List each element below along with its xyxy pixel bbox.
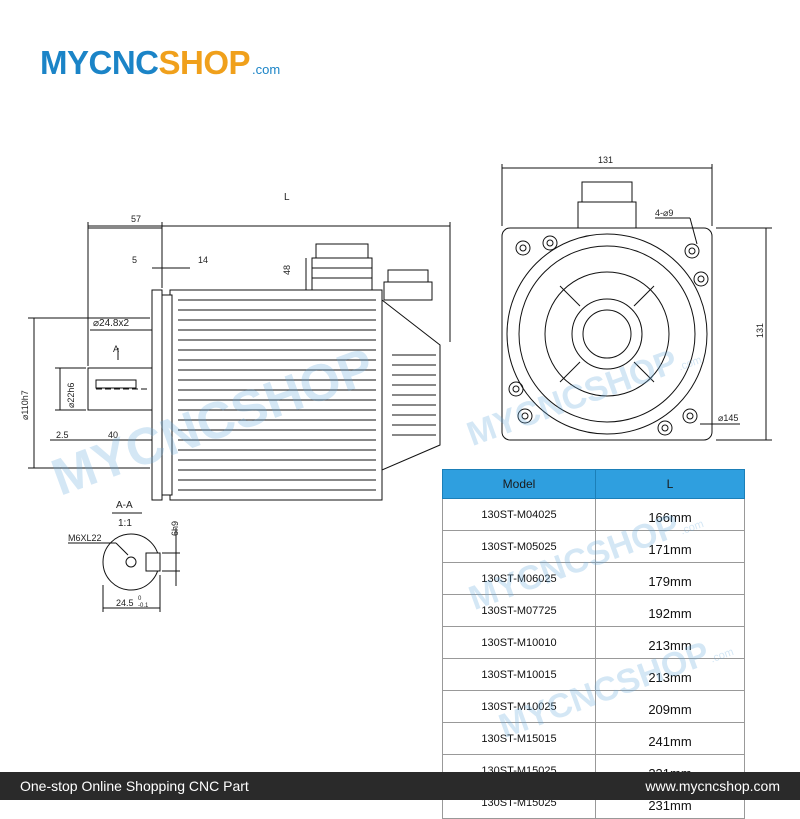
dim-2-5: 2.5 — [56, 430, 69, 440]
logo-text-part2: SHOP — [158, 44, 251, 81]
dim-24-5-tol-lower: -0.1 — [138, 603, 149, 609]
dim-5: 5 — [132, 255, 137, 265]
footer-website: www.mycncshop.com — [645, 778, 780, 794]
length-cell: 166mm — [595, 498, 745, 531]
dim-145: ⌀145 — [718, 413, 738, 423]
footer-bar: One-stop Online Shopping CNC Part www.my… — [0, 772, 800, 800]
dim-24-5: 24.5 — [116, 598, 134, 608]
dim-M6XL22: M6XL22 — [68, 533, 102, 543]
section-label: A-A — [116, 500, 133, 511]
motor-flange — [151, 289, 163, 501]
model-cell: 130ST-M05025 — [442, 530, 596, 563]
dim-131-side: 131 — [755, 323, 765, 338]
dim-6h9: 6h9 — [170, 521, 180, 536]
section-marker-A: A — [113, 344, 119, 354]
model-cell: 130ST-M10015 — [442, 658, 596, 691]
model-cell: 130ST-M07725 — [442, 594, 596, 627]
motor-technical-drawing: L 57 5 14 48 ⌀24.8x2 A ⌀22h6 ⌀110h7 2.5 … — [20, 155, 772, 612]
model-cell: 130ST-M10010 — [442, 626, 596, 659]
dim-110h7: ⌀110h7 — [20, 390, 30, 420]
dim-24-5-tol-upper: 0 — [138, 596, 142, 602]
col-header-model: Model — [442, 469, 596, 499]
section-keyway — [145, 552, 161, 572]
brand-logo: MYCNCSHOP.com — [40, 44, 280, 82]
dim-22h6: ⌀22h6 — [66, 383, 76, 408]
front-spokes — [559, 285, 655, 383]
motor-body — [169, 289, 383, 501]
length-cell: 209mm — [595, 690, 745, 723]
encoder-connector — [383, 269, 433, 301]
length-cell: 213mm — [595, 658, 745, 691]
dim-57: 57 — [131, 214, 141, 224]
logo-domain-suffix: .com — [252, 62, 281, 77]
length-cell: 241mm — [595, 722, 745, 755]
dim-4-9: 4-⌀9 — [655, 208, 673, 218]
length-cell: 171mm — [595, 530, 745, 563]
shaft-keyway — [95, 379, 137, 389]
power-connector — [311, 243, 373, 291]
logo-text-part1: MYCNC — [40, 44, 159, 81]
dim-L: L — [284, 192, 290, 203]
dim-14: 14 — [198, 255, 208, 265]
front-shaft-end — [582, 309, 632, 359]
col-header-L: L — [595, 469, 745, 499]
model-cell: 130ST-M06025 — [442, 562, 596, 595]
model-cell: 130ST-M04025 — [442, 498, 596, 531]
length-cell: 179mm — [595, 562, 745, 595]
footer-tagline: One-stop Online Shopping CNC Part — [20, 778, 249, 794]
length-cell: 192mm — [595, 594, 745, 627]
dim-24-8x2: ⌀24.8x2 — [93, 318, 129, 329]
dim-40: 40 — [108, 430, 118, 440]
front-connector — [577, 181, 637, 229]
model-cell: 130ST-M10025 — [442, 690, 596, 723]
mounting-holes — [508, 235, 709, 436]
cooling-fins — [178, 299, 376, 491]
dim-48: 48 — [282, 265, 292, 275]
length-cell: 213mm — [595, 626, 745, 659]
model-cell: 130ST-M15015 — [442, 722, 596, 755]
section-scale: 1:1 — [118, 518, 132, 529]
dim-131-top: 131 — [598, 155, 613, 165]
